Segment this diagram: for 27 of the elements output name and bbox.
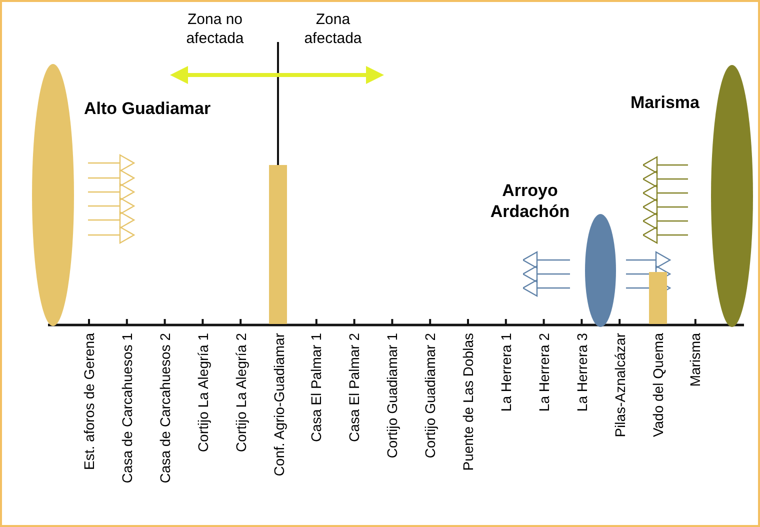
source-label: Alto Guadiamar (84, 98, 212, 119)
ellipse (32, 64, 74, 326)
station-label: Puente de Las Doblas (459, 333, 477, 471)
station-label: La Herrera 1 (496, 333, 515, 412)
bar (269, 165, 287, 324)
station-label: Casa El Palmar 1 (307, 333, 326, 442)
bar (649, 272, 667, 324)
station-label: Casa El Palmar 2 (345, 333, 364, 442)
station-label: La Herrera 3 (572, 333, 591, 412)
ellipse (585, 214, 616, 327)
station-label: La Herrera 2 (534, 333, 553, 412)
station-label: Pilas-Aznalcázar (610, 333, 629, 438)
zone-label: Zona no afectada (185, 10, 245, 48)
station-label: Est. aforos de Gerena (80, 333, 98, 470)
station-label: Cortijo La Alegría 1 (194, 333, 212, 452)
source-label: Arroyo Ardachón (489, 180, 571, 222)
ellipse (711, 65, 753, 327)
station-label: Casa de Carcahuesos 1 (118, 333, 136, 484)
station-label: Marisma (686, 333, 704, 387)
station-label: Cortijo La Alegría 2 (232, 333, 250, 452)
station-label: Cortijo Guadiamar 1 (383, 333, 402, 458)
station-label: Conf. Agrio-Guadiamar (270, 333, 288, 476)
station-label: Cortijo Guadiamar 2 (421, 333, 440, 458)
station-label: Vado del Quema (648, 333, 666, 438)
zone-label: Zona afectada (303, 10, 363, 48)
station-label: Casa de Carcahuesos 2 (156, 333, 174, 484)
source-label: Marisma (630, 92, 700, 113)
